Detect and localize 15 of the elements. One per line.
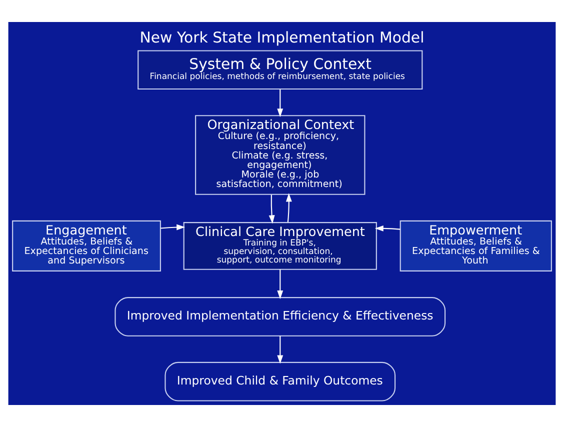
diagram-title: New York State Implementation Model [140, 28, 424, 46]
node-box: Organizational Context Culture (e.g., proficiency, resistance) Climate (e.g. stress, engagement) Morale (e.g., job satisfaction, commitment) [195, 115, 366, 195]
arrow [277, 269, 284, 300]
arrow [268, 194, 275, 224]
node-box: Improved Child & Family Outcomes [164, 362, 396, 402]
arrow [374, 225, 400, 232]
arrow [277, 89, 284, 118]
node-box: Clinical Care Improvement Training in EBP's, supervision, consultation, support, outcome monitoring [183, 222, 377, 270]
node-box: Engagement Attitudes, Beliefs & Expectancies of Clinicians and Supervisors [12, 220, 161, 272]
arrow [160, 224, 186, 230]
node-box: System & Policy Context Financial policies, methods of reimbursement, state policies [138, 50, 423, 90]
arrow [286, 193, 292, 222]
node-box: Empowerment Attitudes, Beliefs & Expectancies of Families & Youth [400, 220, 552, 272]
arrow [277, 336, 284, 364]
node-box: Improved Implementation Efficiency & Effectiveness [114, 297, 446, 336]
